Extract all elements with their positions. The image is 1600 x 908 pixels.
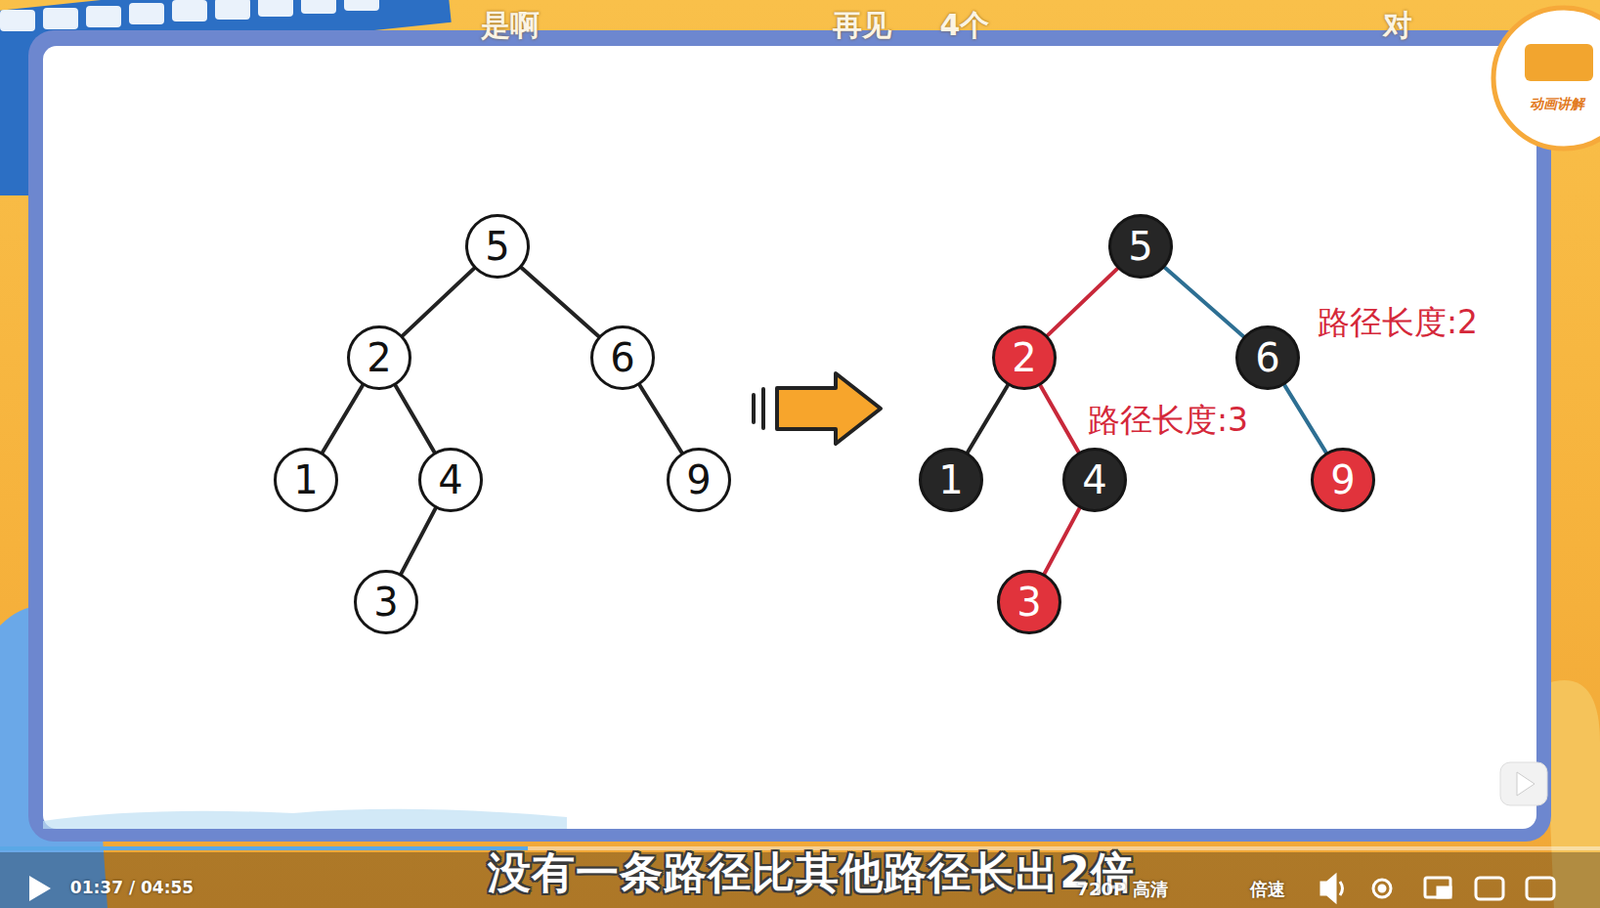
bottom-wave: [43, 809, 567, 829]
player-icons: [1321, 875, 1555, 902]
node-value: 6: [1254, 338, 1280, 378]
tv-icon-play: [1516, 772, 1535, 796]
quality-button: 720P 高清: [1076, 879, 1168, 901]
whiteboard: [43, 45, 1537, 829]
tree-edge: [639, 385, 682, 453]
channel-logo: [1493, 7, 1600, 149]
tree-node: 9: [666, 447, 732, 513]
tree-node: 2: [992, 325, 1057, 390]
danmaku-comment: 对: [1383, 8, 1413, 44]
tree-edge: [1165, 267, 1244, 337]
tree-node: 5: [1108, 214, 1173, 279]
tree-edge: [322, 385, 363, 452]
node-value: 5: [484, 226, 510, 266]
board-frame: [28, 30, 1552, 842]
edge-line: [639, 385, 682, 453]
tree-edge: [400, 508, 435, 574]
watermark: 动画讲解: [1529, 95, 1585, 112]
channel-logo-badge: [1524, 43, 1594, 82]
edge-line: [1284, 385, 1326, 453]
tree-node: 2: [346, 325, 412, 390]
tree-edge: [967, 385, 1008, 452]
tree-edge: [1044, 508, 1081, 574]
node-value: 4: [1081, 460, 1107, 500]
speed-button: 倍速: [1250, 879, 1286, 901]
tree-edge: [1047, 268, 1118, 336]
tree-node: 9: [1310, 447, 1376, 513]
tree-node: 1: [918, 447, 984, 513]
tv-icon: [1500, 762, 1548, 806]
tree-edge: [402, 268, 475, 337]
tree-edge: [1039, 386, 1079, 453]
edge-line: [521, 267, 600, 337]
path-length-label: 路径长度:2: [1314, 303, 1481, 342]
danmaku-comment: 再见: [832, 8, 892, 44]
node-value: 2: [366, 338, 391, 378]
node-value: 6: [609, 338, 635, 378]
subtitle: 没有一条路径比其他路径长出2倍: [487, 848, 1135, 899]
node-value: 1: [938, 460, 963, 500]
tree-node: 4: [1062, 447, 1127, 513]
tree-node: 6: [1235, 325, 1300, 390]
edge-line: [1165, 267, 1244, 337]
progress-played: [0, 846, 528, 851]
edge-line: [322, 385, 363, 452]
edge-line: [1044, 508, 1081, 574]
play-icon: [29, 875, 51, 902]
node-value: 9: [686, 460, 711, 500]
edge-line: [1039, 386, 1079, 453]
danmaku-comment: 4个: [940, 8, 991, 44]
edge-line: [402, 268, 475, 337]
node-value: 1: [293, 460, 318, 500]
tree-node: 3: [353, 569, 419, 635]
tree-edge: [395, 385, 435, 452]
tree-node: 5: [465, 214, 530, 279]
edge-line: [395, 385, 435, 452]
tree-node: 4: [418, 447, 483, 513]
node-value: 5: [1127, 226, 1153, 266]
tree-node: 3: [996, 569, 1062, 635]
transform-arrow: [753, 373, 881, 444]
node-value: 3: [373, 582, 398, 622]
edge-line: [400, 508, 435, 574]
node-value: 9: [1330, 460, 1355, 500]
edge-line: [967, 385, 1008, 452]
tree-node: 6: [590, 325, 655, 390]
tree-edge: [521, 267, 600, 337]
path-length-label: 路径长度:3: [1084, 401, 1252, 439]
tree-node: 1: [273, 447, 339, 513]
tree-edge: [1284, 385, 1326, 453]
node-value: 3: [1016, 582, 1041, 622]
node-value: 4: [437, 460, 463, 500]
danmaku-comment: 是啊: [480, 8, 540, 44]
node-value: 2: [1011, 338, 1037, 378]
time-display: 01:37 / 04:55: [70, 878, 194, 899]
edge-line: [1047, 268, 1118, 336]
